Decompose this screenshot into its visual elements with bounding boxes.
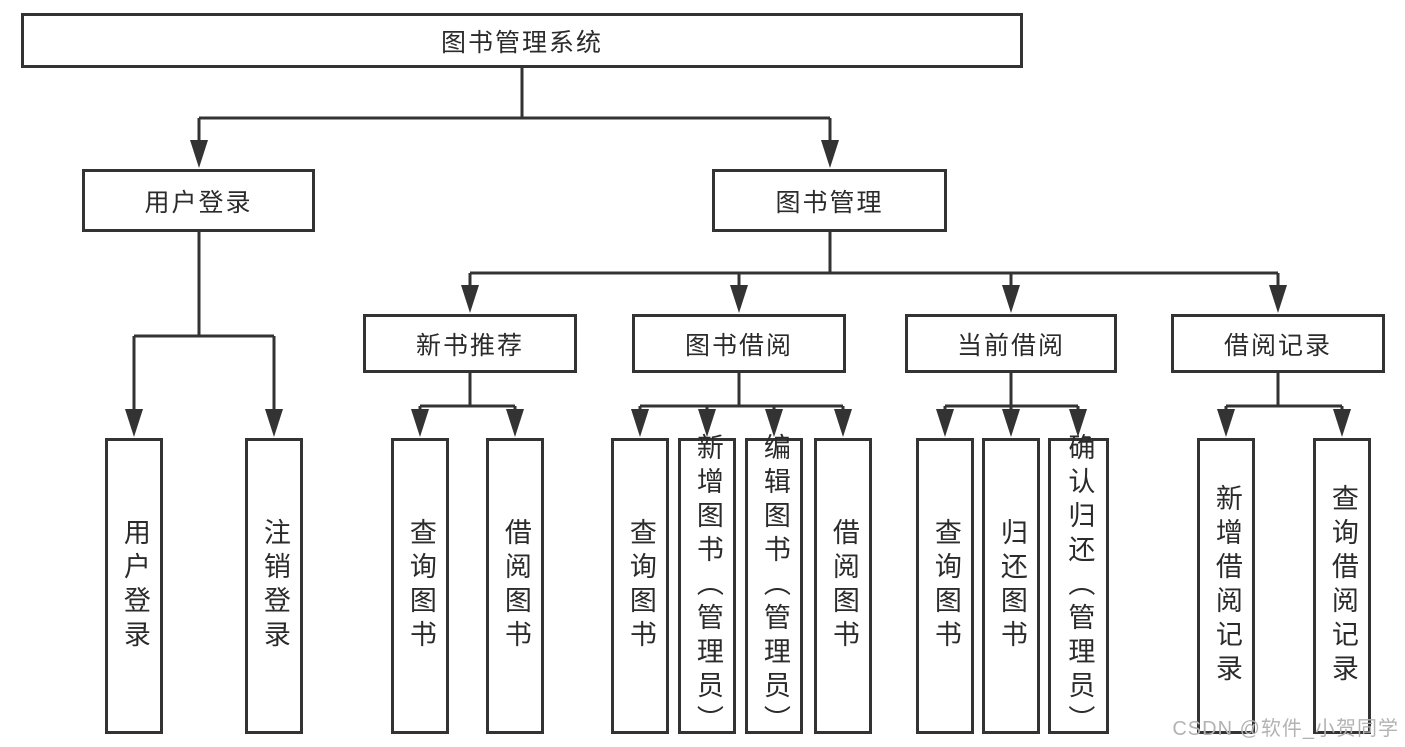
- node-book-borrow: 图书借阅: [632, 314, 846, 373]
- leaf-return-book: 归还图书: [982, 438, 1040, 734]
- node-user-login-label: 用户登录: [144, 188, 253, 217]
- leaf-query-books-recommend-label: 查询图书: [405, 518, 436, 654]
- leaf-borrow-books-recommend-label: 借阅图书: [500, 518, 531, 654]
- leaf-edit-book-admin-label: 编辑图书（管理员）: [759, 433, 790, 739]
- node-new-book-recommend-label: 新书推荐: [415, 331, 524, 360]
- leaf-query-books-recommend: 查询图书: [391, 438, 449, 734]
- node-book-management-label: 图书管理: [775, 188, 884, 217]
- leaf-borrow-books-recommend: 借阅图书: [486, 438, 544, 734]
- leaf-borrow-books-borrow: 借阅图书: [814, 438, 872, 734]
- leaf-query-borrow-record: 查询借阅记录: [1313, 438, 1371, 734]
- leaf-borrow-books-borrow-label: 借阅图书: [828, 518, 859, 654]
- leaf-add-book-admin-label: 新增图书（管理员）: [692, 433, 723, 739]
- leaf-query-borrow-record-label: 查询借阅记录: [1327, 484, 1358, 688]
- node-root-label: 图书管理系统: [440, 28, 603, 57]
- leaf-query-books-borrow-label: 查询图书: [625, 518, 656, 654]
- leaf-edit-book-admin: 编辑图书（管理员）: [745, 433, 803, 739]
- node-current-borrow: 当前借阅: [905, 314, 1117, 373]
- leaf-confirm-return-admin-label: 确认归还（管理员）: [1064, 433, 1095, 739]
- leaf-return-book-label: 归还图书: [996, 518, 1027, 654]
- leaf-add-borrow-record: 新增借阅记录: [1197, 438, 1255, 734]
- leaf-logout-label: 注销登录: [259, 518, 290, 654]
- leaf-query-books-current: 查询图书: [916, 438, 974, 734]
- leaf-query-books-borrow: 查询图书: [611, 438, 669, 734]
- leaf-add-borrow-record-label: 新增借阅记录: [1211, 484, 1242, 688]
- leaf-user-login: 用户登录: [105, 438, 163, 734]
- csdn-watermark: CSDN @软件_小贺同学: [1172, 718, 1399, 740]
- node-user-login: 用户登录: [82, 169, 315, 232]
- node-current-borrow-label: 当前借阅: [956, 331, 1065, 360]
- node-book-borrow-label: 图书借阅: [684, 331, 793, 360]
- leaf-confirm-return-admin: 确认归还（管理员）: [1048, 433, 1109, 739]
- leaf-query-books-current-label: 查询图书: [930, 518, 961, 654]
- leaf-logout: 注销登录: [245, 438, 303, 734]
- node-borrow-records-label: 借阅记录: [1223, 331, 1332, 360]
- node-root: 图书管理系统: [21, 13, 1023, 68]
- leaf-user-login-label: 用户登录: [119, 518, 150, 654]
- node-new-book-recommend: 新书推荐: [363, 314, 577, 373]
- leaf-add-book-admin: 新增图书（管理员）: [678, 433, 736, 739]
- node-book-management: 图书管理: [712, 169, 947, 232]
- node-borrow-records: 借阅记录: [1171, 314, 1385, 373]
- arrowhead-icons: [125, 140, 1351, 437]
